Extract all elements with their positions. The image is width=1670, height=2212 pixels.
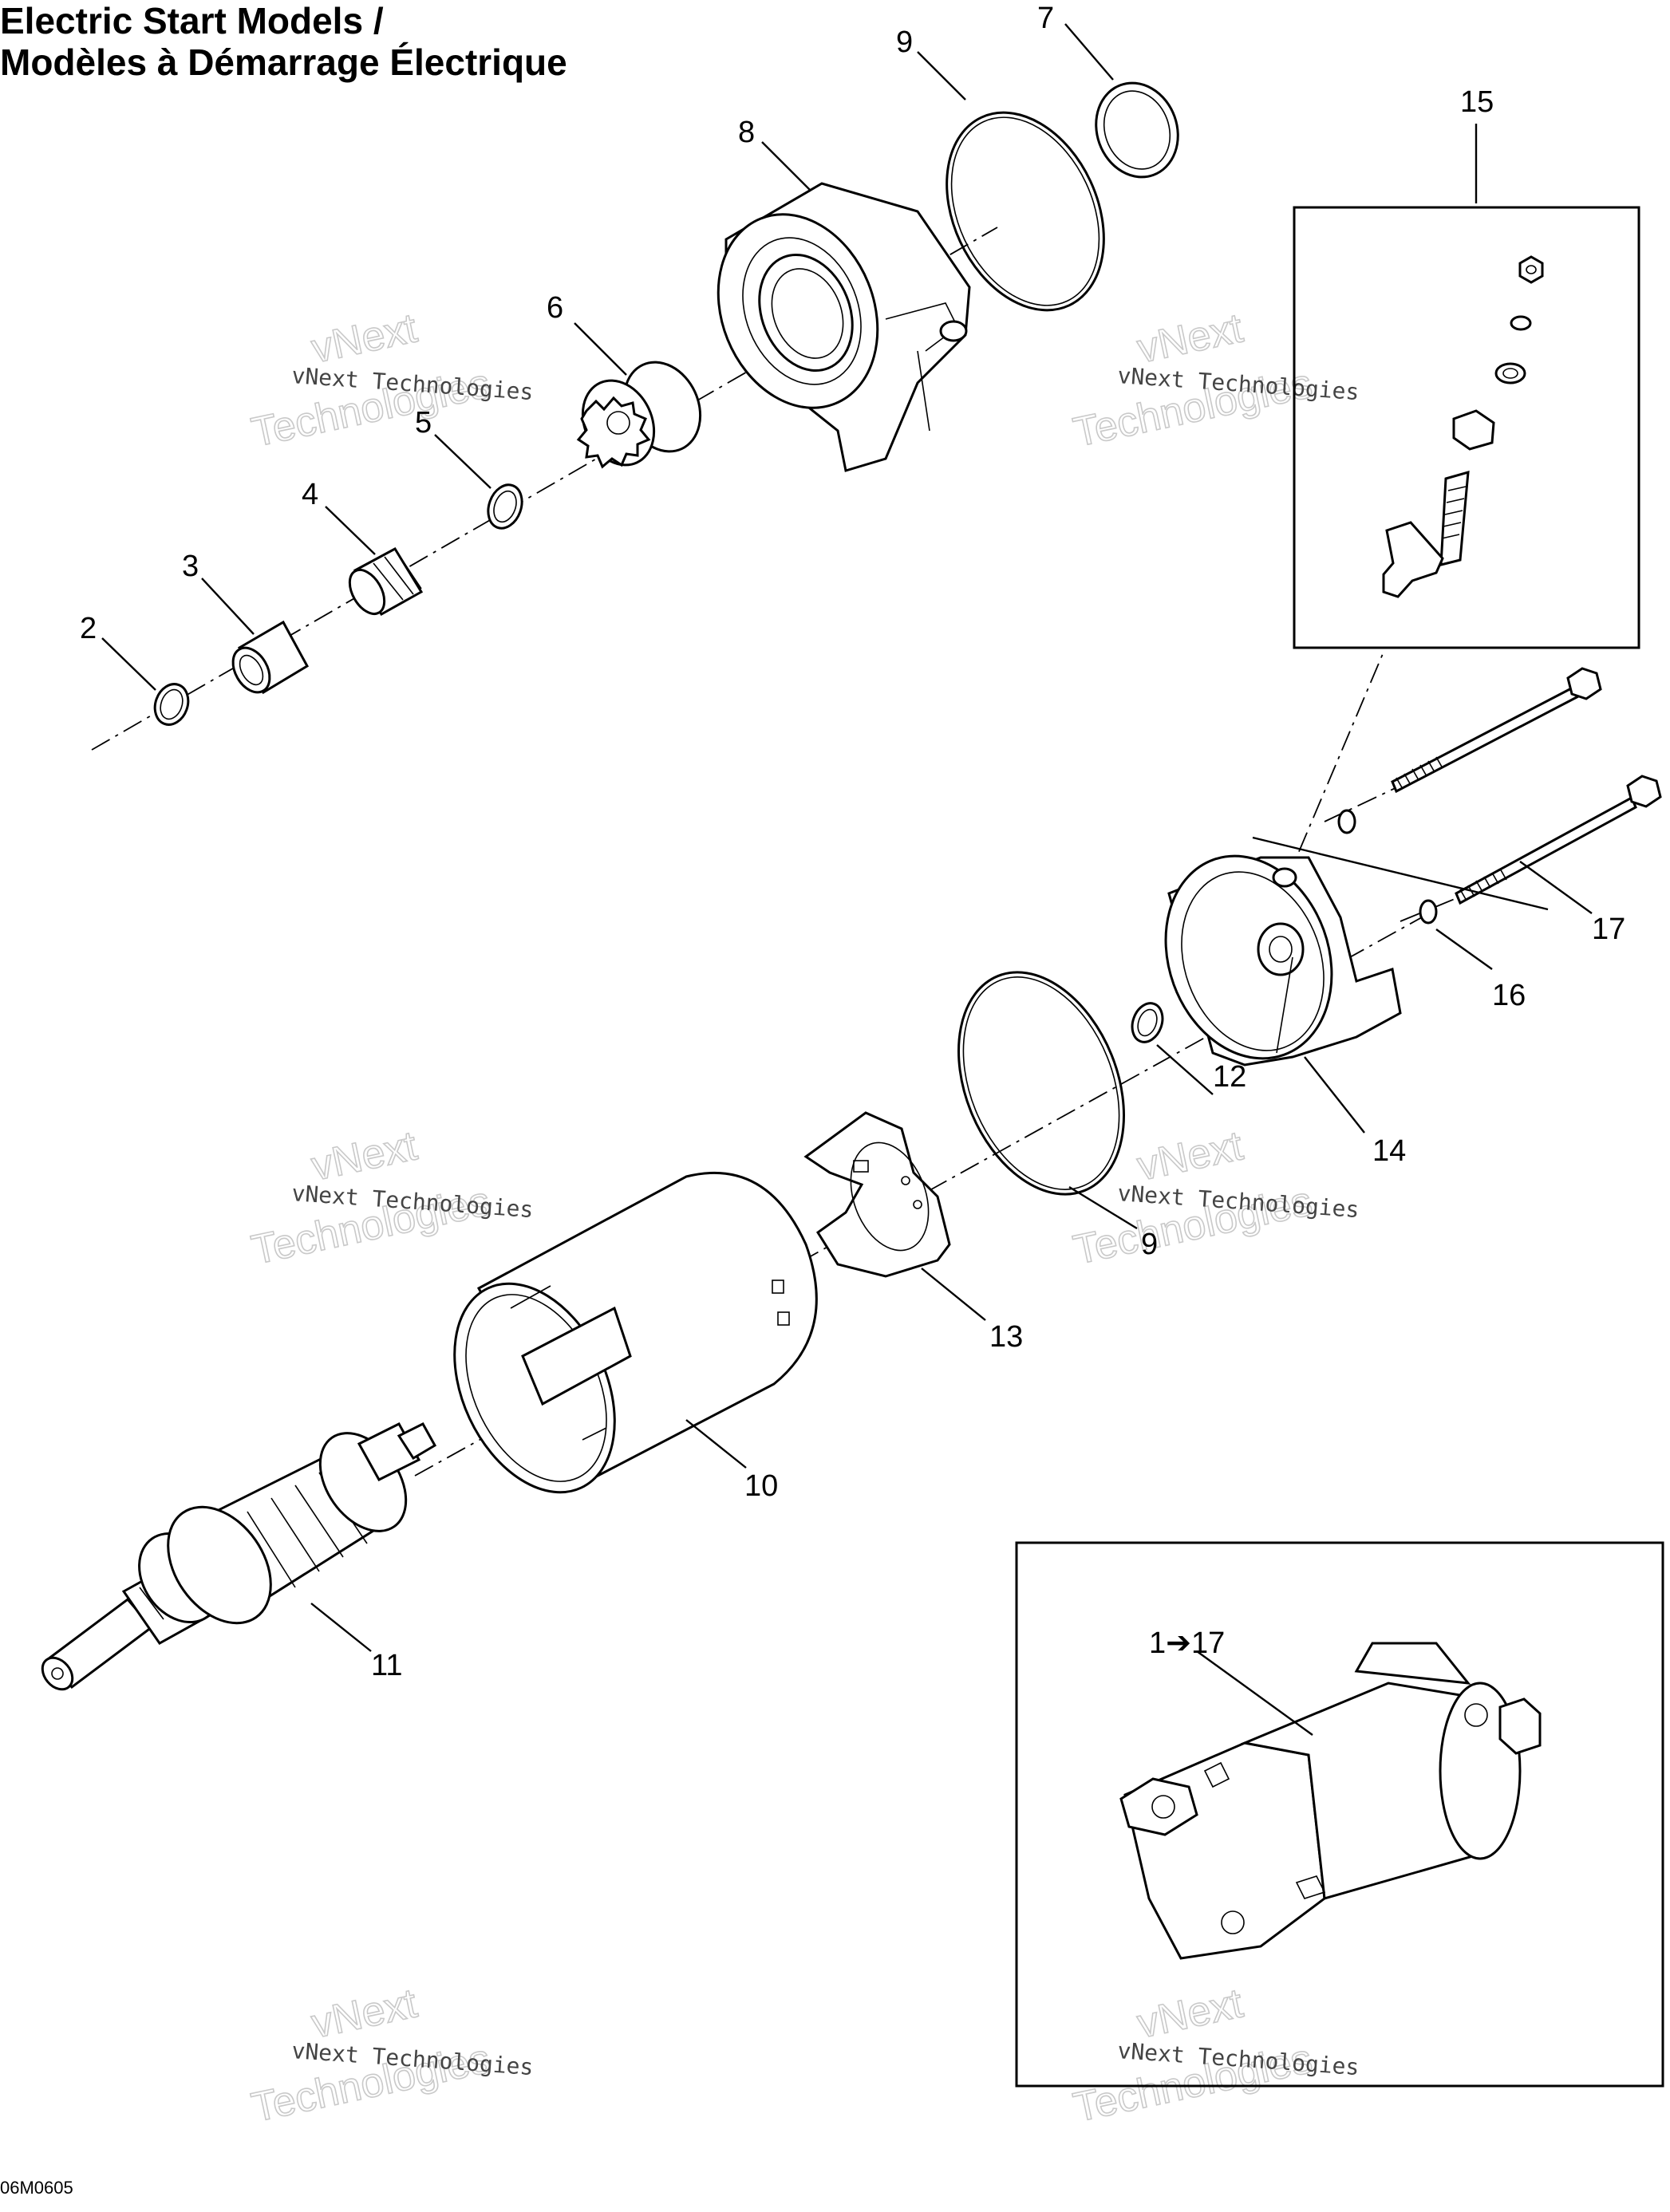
part-12-o-ring [1131,1002,1164,1043]
watermark-bottom-left: vNext Technologies vNext Technologies [247,1979,535,2131]
callout-5: 5 [415,406,432,440]
svg-text:vNext: vNext [307,1980,421,2047]
part-16-washers [1337,809,1438,925]
part-15-kit-box [1293,206,1640,649]
callout-6: 6 [547,291,563,325]
watermark-mid-left: vNext Technologies vNext Technologies [247,1122,535,1274]
svg-text:vNext: vNext [307,1122,421,1189]
callout-3: 3 [182,550,199,583]
part-3-collar [231,620,310,695]
callout-11: 11 [371,1649,402,1682]
part-7-thrust-washer [1095,81,1179,179]
part-4-spring [348,547,424,617]
callout-numbers: 2 3 4 5 6 7 8 9 15 17 16 12 14 9 13 10 1… [80,2,1625,1682]
svg-text:vNext: vNext [1133,1122,1247,1189]
callout-10: 10 [744,1469,778,1503]
part-10-field-frame [453,1171,818,1494]
callout-17: 17 [1592,913,1625,946]
leader-lines [101,23,1593,1736]
figure-code: 06M0605 [0,2178,73,2198]
callout-9-upper: 9 [896,26,913,59]
part-17-through-bolts [1391,667,1662,905]
callout-12: 12 [1213,1060,1246,1094]
part-8-drive-housing [717,182,971,472]
watermark-mid-right: vNext Technologies vNext Technologies [1069,1122,1360,1274]
callout-8: 8 [738,116,755,149]
callout-15: 15 [1460,85,1494,119]
part-6-drive-pinion [576,361,702,469]
assembly-inset-box [1015,1541,1664,2088]
bolt-axis-lower [1400,893,1469,922]
watermark-top-left: vNext Technologies vNext Technologies [247,304,535,456]
watermark-top-right: vNext Technologies vNext Technologies [1069,304,1360,456]
watermark-bottom-right: vNext Technologies vNext Technologies [1069,1979,1360,2131]
part-15-terminal-kit [1382,255,1544,598]
part-13-brush-plate [803,1111,951,1278]
part-2-retaining-ring [153,683,190,726]
assembled-starter [1119,1642,1542,1960]
callout-9-lower: 9 [1141,1228,1158,1261]
part-9-o-ring-upper [946,111,1105,312]
callout-14: 14 [1372,1134,1406,1168]
callout-1-17: 1➔17 [1149,1626,1225,1660]
callout-2: 2 [80,612,97,645]
part-11-armature [41,1422,437,1691]
callout-7: 7 [1037,2,1054,35]
part-5-o-ring [487,483,523,530]
svg-text:vNext: vNext [307,305,421,372]
part-14-end-cap [1164,854,1402,1067]
diagram-title-english: Electric Start Models / [0,0,384,41]
part-9-o-ring-lower [957,971,1125,1196]
callout-13: 13 [989,1320,1023,1354]
callout-4: 4 [302,478,318,511]
svg-text:vNext: vNext [1133,305,1247,372]
svg-text:vNext: vNext [1133,1980,1247,2047]
bolt-axis-upper [1324,785,1401,822]
callout-16: 16 [1492,979,1526,1012]
diagram-title-french: Modèles à Démarrage Électrique [0,41,567,83]
terminal-kit-axis [1284,649,1385,886]
